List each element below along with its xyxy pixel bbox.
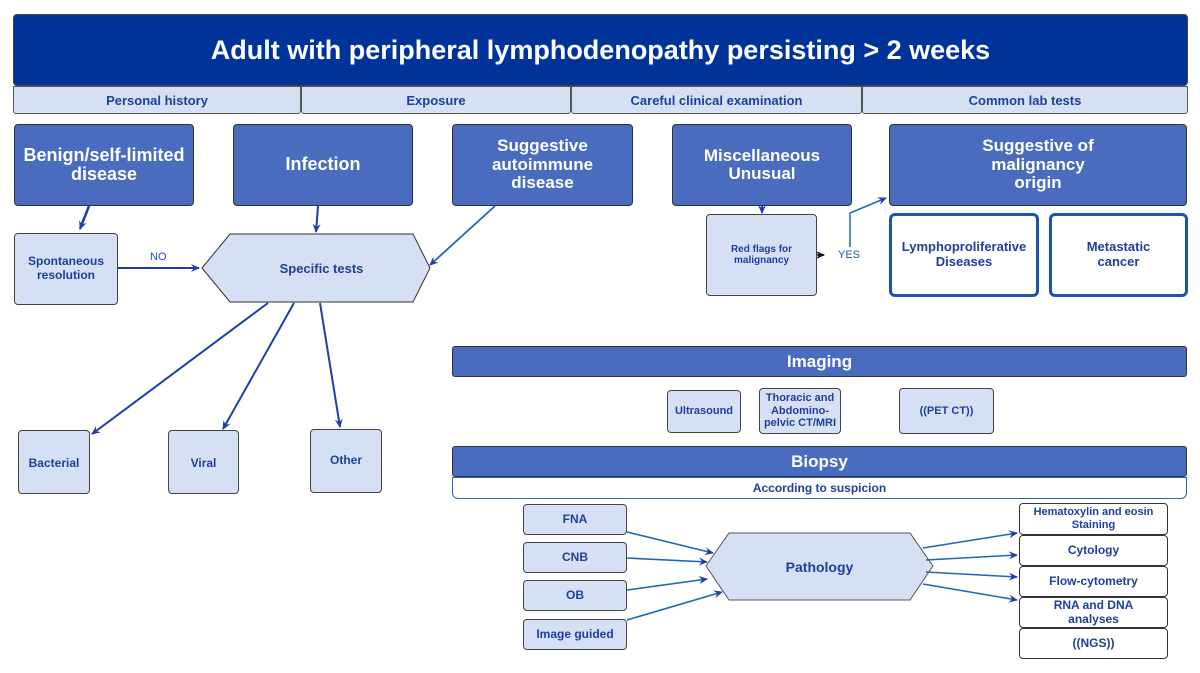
specific-tests-label: Specific tests [279,260,364,276]
biopsy-header: Biopsy [452,446,1187,477]
bacterial-box: Bacterial [18,430,90,494]
arrow-infection-to-tests [312,205,321,233]
arrow-benign-to-spontaneous [78,205,91,230]
no-label: NO [150,251,167,263]
biopsy-method-cnb: CNB [523,542,627,573]
analysis-flow-cytometry: Flow-cytometry [1019,566,1168,597]
specific-tests-shape [201,233,431,303]
subheader-exposure: Exposure [301,86,571,114]
subheader-personal-history: Personal history [13,86,301,114]
imaging-pet-ct: ((PET CT)) [899,388,994,434]
category-infection: Infection [233,124,413,206]
subheader-lab-tests: Common lab tests [862,86,1188,114]
biopsy-method-ob: OB [523,580,627,611]
spontaneous-resolution-box: Spontaneous resolution [14,233,118,305]
analysis-he-staining: Hematoxylin and eosin Staining [1019,503,1168,535]
analysis-rna-dna: RNA and DNA analyses [1019,597,1168,628]
arrow-to-other [319,302,343,428]
arrow-to-bacterial [91,302,269,435]
arrow-to-he [922,530,1018,549]
red-flags-box: Red flags for malignancy [706,214,817,296]
pathology-shape [705,532,934,601]
lymphoproliferative-box: Lymphoproliferative Diseases [889,213,1039,297]
biopsy-method-image-guided: Image guided [523,619,627,650]
biopsy-subtitle: According to suspicion [452,477,1187,499]
arrow-fna [626,531,714,555]
category-misc: Miscellaneous Unusual [672,124,852,206]
imaging-ultrasound: Ultrasound [667,390,741,433]
arrow-to-rna [922,583,1018,603]
arrow-cnb [626,557,708,566]
biopsy-method-fna: FNA [523,504,627,535]
category-benign: Benign/self-limited disease [14,124,194,206]
analysis-cytology: Cytology [1019,535,1168,566]
arrow-to-cytology [925,551,1018,561]
imaging-ct-mri: Thoracic and Abdomino-pelvic CT/MRI [759,388,841,434]
arrow-yes-to-malignancy [849,197,887,247]
other-box: Other [310,429,382,493]
arrow-to-flow [925,571,1018,581]
category-autoimmune: Suggestive autoimmune disease [452,124,633,206]
pathology-label: Pathology [785,558,854,575]
arrow-to-viral [222,302,295,430]
yes-label: YES [838,249,861,261]
metastatic-cancer-box: Metastatic cancer [1049,213,1188,297]
imaging-header: Imaging [452,346,1187,377]
arrow-image-guided [626,590,723,621]
analysis-ngs: ((NGS)) [1019,628,1168,659]
category-malignancy: Suggestive of malignancy origin [889,124,1187,206]
arrow-ob [626,576,708,591]
arrow-autoimmune-to-tests [429,205,496,266]
viral-box: Viral [168,430,239,494]
subheader-clinical-examination: Careful clinical examination [571,86,862,114]
diagram-title: Adult with peripheral lymphodenopathy pe… [13,14,1188,86]
